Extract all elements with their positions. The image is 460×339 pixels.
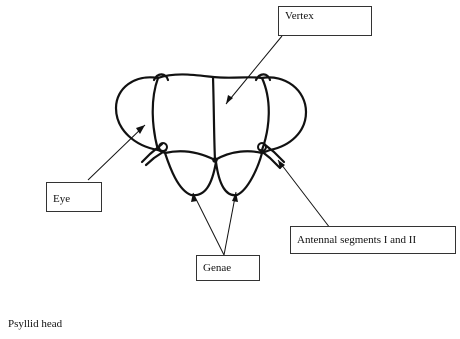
left-eye-boundary [153,78,158,150]
figure-caption: Psyllid head [8,318,62,330]
midline-suture [213,77,215,160]
vertex-leader-line [226,36,282,104]
genae-arrowhead-right [232,192,238,202]
genae-leader-line-left [193,193,224,255]
eye-label-text: Eye [53,193,70,205]
genae-label-text: Genae [203,262,231,274]
genae-leader-line-right [224,192,236,255]
vertex-label: Vertex [278,6,372,36]
midline-dot [212,157,218,163]
eye-leader-line [88,125,145,180]
right-gena-arc [215,151,262,160]
left-gena-arc [165,151,215,160]
vertex-label-text: Vertex [285,10,314,22]
eye-label: Eye [46,182,102,212]
antennal-segments-label-text: Antennal segments I and II [297,234,416,246]
genae-label: Genae [196,255,260,281]
right-eye-boundary [262,78,269,150]
head-outline [116,74,306,195]
antennal-segments-label: Antennal segments I and II [290,226,456,254]
antennal-leader-line [278,160,330,228]
